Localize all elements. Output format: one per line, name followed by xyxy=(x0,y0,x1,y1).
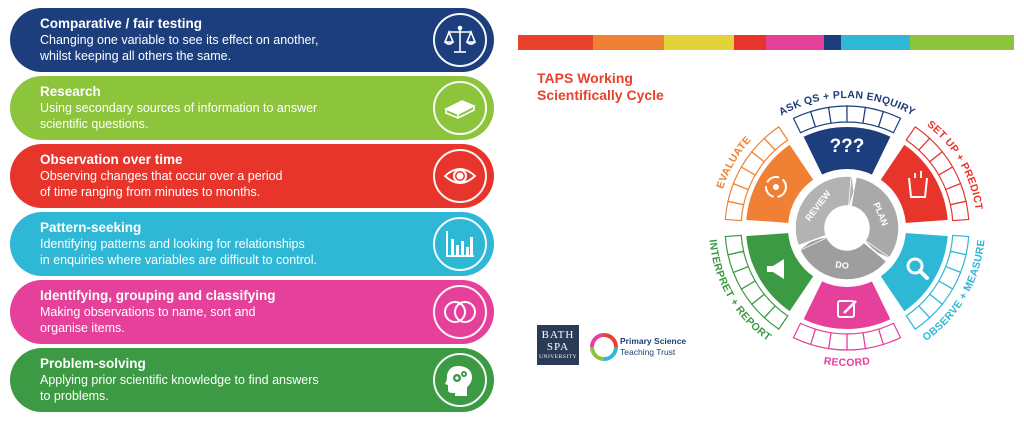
inner-ring-label: DO xyxy=(835,259,850,271)
ruler-box xyxy=(846,105,867,124)
venn-icon xyxy=(433,285,487,339)
taps-title-line1: TAPS Working xyxy=(537,70,633,86)
head-gears-icon xyxy=(433,353,487,407)
ruler-box xyxy=(905,305,931,330)
cycle-arrows-icon xyxy=(764,176,787,198)
cycle-center xyxy=(827,208,867,248)
stripe-segment xyxy=(576,35,593,50)
cycle-segment xyxy=(800,278,894,331)
book-icon xyxy=(433,81,487,135)
eye-icon xyxy=(433,149,487,203)
bath-logo-line3: UNIVERSITY xyxy=(539,354,577,360)
stripe-segment xyxy=(518,35,577,50)
psts-ring-icon xyxy=(590,333,618,361)
taps-title: TAPS Working Scientifically Cycle xyxy=(537,70,664,104)
inner-ring-segment xyxy=(794,175,853,247)
psts-logo-line2: Teaching Trust xyxy=(620,347,676,357)
taps-title-line2: Scientifically Cycle xyxy=(537,87,664,103)
stripe-segment xyxy=(592,35,664,50)
color-stripe xyxy=(518,35,1014,50)
card-description-line: organise items. xyxy=(40,321,125,335)
magnifier-icon xyxy=(906,257,924,275)
bath-spa-logo: BATH SPA UNIVERSITY xyxy=(537,325,579,365)
card-description-line: Making observations to name, sort and xyxy=(40,305,256,319)
card-description-line: in enquiries where variables are difficu… xyxy=(40,253,317,267)
cycle-segment-label-text: RECORD xyxy=(823,355,871,369)
card-title: Comparative / fair testing xyxy=(40,16,203,31)
psts-logo: Primary Science Teaching Trust xyxy=(590,331,720,363)
inner-ring-arrow xyxy=(799,237,828,250)
card-title: Research xyxy=(40,84,101,99)
ruler-box xyxy=(846,332,867,351)
ruler-box xyxy=(724,234,745,256)
bath-logo-line2: SPA xyxy=(546,341,570,353)
beaker-icon xyxy=(908,171,929,198)
stripe-segment xyxy=(840,35,910,50)
stripe-segment xyxy=(734,35,766,50)
cycle-segment-label: RECORD xyxy=(823,355,871,369)
ruler-box xyxy=(877,110,902,134)
card-description-line: Observing changes that occur over a peri… xyxy=(40,169,283,183)
card-description-line: whilst keeping all others the same. xyxy=(40,49,232,63)
card-description-line: Changing one variable to see its effect … xyxy=(40,33,319,47)
taps-panel: TAPS Working Scientifically Cycle ASK QS… xyxy=(512,0,1024,430)
stripe-segment xyxy=(765,35,825,50)
card-description-line: Applying prior scientific knowledge to f… xyxy=(40,373,319,387)
inner-ring-segment xyxy=(798,236,888,281)
inner-ring-segment xyxy=(849,175,900,259)
card-title: Pattern-seeking xyxy=(40,220,142,235)
pencil-stroke xyxy=(843,300,857,314)
magnifier-handle xyxy=(918,269,930,280)
cycle-arrows-center xyxy=(772,184,779,190)
inner-ring-arrow xyxy=(865,240,890,258)
ruler-box xyxy=(827,332,848,351)
question-marks-icon: ??? xyxy=(830,136,865,157)
inner-ring-arrow xyxy=(848,176,854,207)
ruler-box xyxy=(949,200,970,222)
cycle-segment xyxy=(878,142,950,226)
ruler-box xyxy=(792,322,817,346)
cycle-segment xyxy=(744,142,816,226)
card-description-line: to problems. xyxy=(40,389,109,403)
megaphone-icon xyxy=(766,259,784,279)
bar-chart-icon xyxy=(433,217,487,271)
stripe-segment xyxy=(909,35,1014,50)
card-title: Identifying, grouping and classifying xyxy=(40,288,276,303)
card-description-line: scientific questions. xyxy=(40,117,149,131)
stripe-segment xyxy=(663,35,735,50)
scales-icon xyxy=(433,13,487,67)
card-description-line: Identifying patterns and looking for rel… xyxy=(40,237,305,251)
card-title: Observation over time xyxy=(40,152,183,167)
ruler-box xyxy=(763,126,789,151)
card-description-line: Using secondary sources of information t… xyxy=(40,101,318,115)
bath-logo-line1: BATH xyxy=(541,329,575,341)
cycle-segment xyxy=(800,125,894,178)
pencil-icon xyxy=(837,300,855,318)
card-title: Problem-solving xyxy=(40,356,146,371)
card-description-line: of time ranging from minutes to months. xyxy=(40,185,261,199)
stripe-segment xyxy=(824,35,841,50)
ruler-box xyxy=(827,105,848,124)
psts-logo-line1: Primary Science xyxy=(620,336,687,346)
